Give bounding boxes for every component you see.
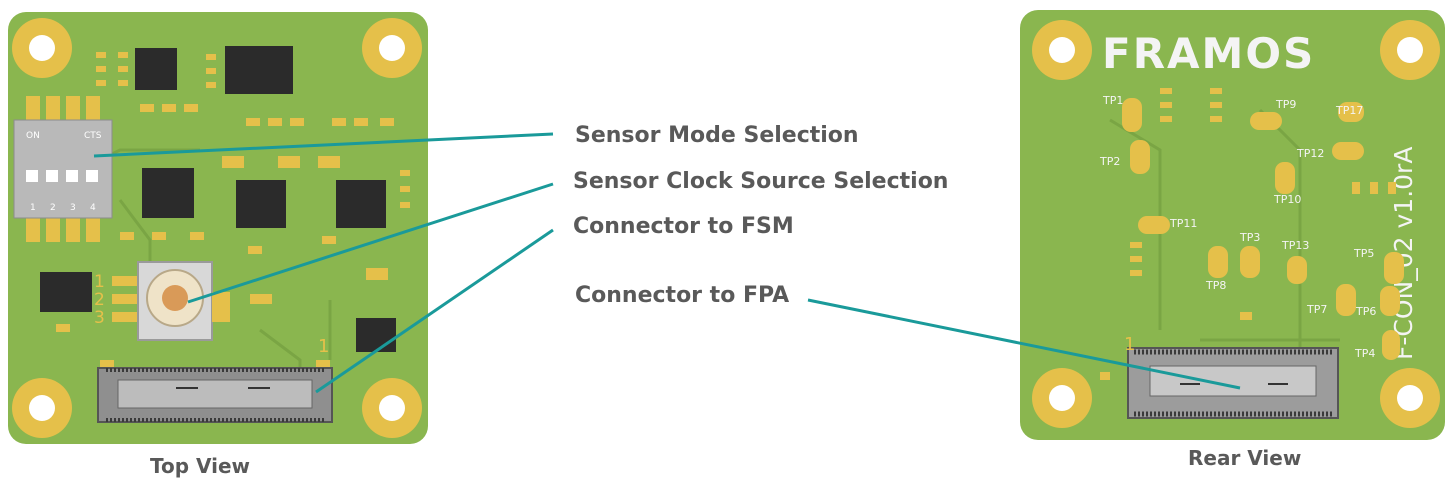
rear-passives xyxy=(1100,88,1396,380)
tp3-label: TP3 xyxy=(1239,231,1260,244)
tp12-label: TP12 xyxy=(1296,147,1324,160)
jumper-label-1: 1 xyxy=(94,272,105,292)
top-mounting-holes xyxy=(12,18,422,438)
leader-lines xyxy=(93,132,1241,394)
leader-connector-fpa xyxy=(807,298,1241,390)
callout-sensor-mode-selection: Sensor Mode Selection xyxy=(575,123,859,148)
dip-position-2: 2 xyxy=(50,203,56,213)
dip-position-1: 1 xyxy=(30,203,36,213)
dip-cts-label: CTS xyxy=(84,131,102,141)
rotary-clock-switch xyxy=(137,261,230,341)
callout-connector-to-fsm: Connector to FSM xyxy=(573,214,794,239)
dip-on-label: ON xyxy=(26,131,40,141)
caption-top-view: Top View xyxy=(150,454,251,478)
leader-connector-fsm xyxy=(315,228,554,394)
tp2-label: TP2 xyxy=(1099,155,1120,168)
tp6-label: TP6 xyxy=(1355,305,1376,318)
rear-mounting-holes xyxy=(1032,20,1440,428)
callout-connector-to-fpa: Connector to FPA xyxy=(575,283,790,308)
dip-position-3: 3 xyxy=(70,203,76,213)
tp11-label: TP11 xyxy=(1169,217,1197,230)
tp17-label: TP17 xyxy=(1335,104,1363,117)
jumper-label-2: 2 xyxy=(94,290,105,310)
rear-view-board: FRAMOS F-CON_02 v1.0rA TP1 TP2 TP3 TP4 T… xyxy=(1020,10,1445,440)
jumper-label-3: 3 xyxy=(94,308,105,328)
tp7-label: TP7 xyxy=(1306,303,1327,316)
top-ic-chips xyxy=(40,46,396,352)
tp10-label: TP10 xyxy=(1273,193,1301,206)
top-pcb-substrate xyxy=(8,12,428,444)
leader-clock-source xyxy=(187,182,554,304)
tp1-label: TP1 xyxy=(1102,94,1123,107)
tp9-label: TP9 xyxy=(1275,98,1296,111)
tp4-label: TP4 xyxy=(1354,347,1375,360)
fpa-connector: 1 xyxy=(1124,334,1339,419)
fsm-pin1-label: 1 xyxy=(318,336,329,357)
top-pcb-traces xyxy=(59,148,332,420)
tp8-label: TP8 xyxy=(1205,279,1226,292)
dip-switch: ON CTS 1 2 3 4 xyxy=(13,96,113,242)
test-point-labels: TP1 TP2 TP3 TP4 TP5 TP6 TP7 TP8 TP9 TP10… xyxy=(1099,94,1376,360)
fpa-pin1-label: 1 xyxy=(1124,334,1135,355)
tp5-label: TP5 xyxy=(1353,247,1374,260)
dip-position-4: 4 xyxy=(90,203,96,213)
tp13-label: TP13 xyxy=(1281,239,1309,252)
rear-test-pads xyxy=(1122,98,1404,360)
leader-sensor-mode xyxy=(93,132,554,158)
callout-sensor-clock-source-selection: Sensor Clock Source Selection xyxy=(573,169,949,194)
top-passives xyxy=(56,52,410,332)
framos-logo-text: FRAMOS xyxy=(1102,29,1315,78)
caption-rear-view: Rear View xyxy=(1188,446,1302,470)
fsm-connector: 1 xyxy=(97,336,333,423)
clock-jumper-header: 1 2 3 xyxy=(94,272,140,328)
top-view-board: ON CTS 1 2 3 4 xyxy=(8,12,428,444)
